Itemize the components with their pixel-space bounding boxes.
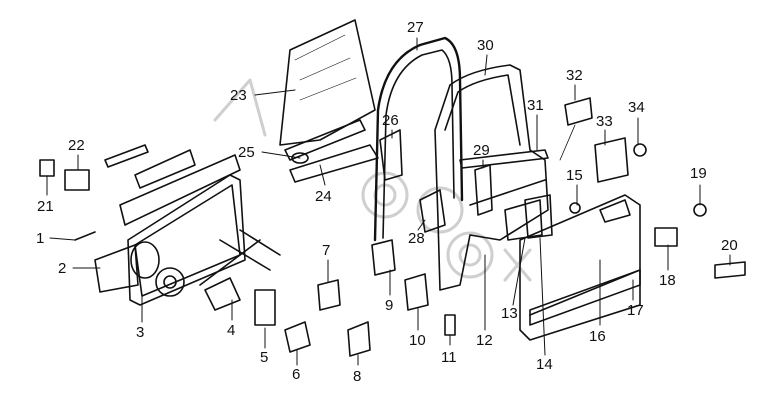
label-30: 30	[477, 37, 494, 54]
glass-channel	[284, 119, 379, 183]
door-glass	[279, 19, 376, 146]
stop-11	[444, 314, 456, 336]
label-2: 2	[58, 260, 67, 277]
label-29: 29	[473, 142, 490, 159]
label-12: 12	[476, 332, 493, 349]
lock-cylinder-21	[39, 159, 55, 177]
label-4: 4	[227, 322, 236, 339]
latch-33	[594, 137, 629, 183]
clip-19	[693, 203, 707, 217]
window-regulator	[199, 229, 281, 311]
top-rail	[119, 154, 241, 226]
latch-26	[379, 129, 403, 181]
belt-strip	[459, 149, 549, 169]
hinge-9	[371, 239, 396, 276]
hinge-10	[404, 273, 429, 311]
label-22: 22	[68, 137, 85, 154]
button-15	[569, 202, 581, 214]
label-16: 16	[589, 328, 606, 345]
handle-22	[64, 169, 90, 191]
label-17: 17	[627, 302, 644, 319]
label-24: 24	[315, 188, 332, 205]
label-5: 5	[260, 349, 269, 366]
moulding	[529, 269, 641, 316]
handle-18	[654, 227, 678, 247]
label-14: 14	[536, 356, 553, 373]
bolt-34	[633, 143, 647, 157]
label-15: 15	[566, 167, 583, 184]
label-10: 10	[409, 332, 426, 349]
label-1: 1	[36, 230, 45, 247]
inner-handle-trim	[104, 144, 149, 168]
hinge-7	[317, 279, 341, 311]
label-31: 31	[527, 97, 544, 114]
label-23: 23	[230, 87, 247, 104]
label-3: 3	[136, 324, 145, 341]
label-18: 18	[659, 272, 676, 289]
bracket-29	[474, 164, 493, 216]
label-9: 9	[385, 297, 394, 314]
clip-1	[74, 231, 96, 241]
label-33: 33	[596, 113, 613, 130]
door-trim-panel	[519, 194, 641, 341]
leader-lines	[46, 37, 731, 366]
armrest	[134, 149, 196, 189]
label-19: 19	[690, 165, 707, 182]
label-21: 21	[37, 198, 54, 215]
frame-seal	[373, 36, 464, 242]
door-shell	[434, 64, 549, 291]
label-7: 7	[322, 242, 331, 259]
bracket-6	[284, 321, 311, 353]
switch-32	[564, 97, 593, 126]
lock-14	[524, 194, 553, 239]
label-32: 32	[566, 67, 583, 84]
label-25: 25	[238, 144, 255, 161]
key-20	[714, 261, 746, 279]
label-11: 11	[441, 349, 457, 366]
label-13: 13	[501, 305, 518, 322]
label-8: 8	[353, 368, 362, 385]
label-20: 20	[721, 237, 738, 254]
watermark	[213, 78, 532, 282]
label-6: 6	[292, 366, 301, 383]
label-27: 27	[407, 19, 424, 36]
label-26: 26	[382, 112, 399, 129]
hinge-8	[347, 321, 371, 357]
lock-28	[419, 189, 446, 233]
handle-13	[504, 199, 543, 241]
label-34: 34	[628, 99, 645, 116]
motor-5	[254, 289, 276, 326]
label-28: 28	[408, 230, 425, 247]
map-pocket	[94, 244, 139, 293]
